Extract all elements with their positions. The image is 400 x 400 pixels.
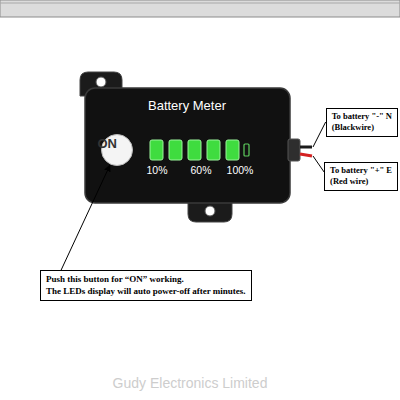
leader-line xyxy=(313,122,326,147)
node-text: Push this button for “ON” working. xyxy=(46,273,246,285)
node-text: (Blackwire) xyxy=(332,122,392,133)
led-bar xyxy=(169,140,182,160)
header-bar xyxy=(0,0,400,17)
led-bar xyxy=(188,140,201,160)
mounting-hole xyxy=(205,206,215,216)
led-bar xyxy=(226,140,239,160)
meter-housing: Battery Meter 10% 60% 100% ON xyxy=(85,88,290,203)
node-text: To battery "-" N xyxy=(332,111,392,122)
node-text: ON xyxy=(98,135,118,150)
device-title: Battery Meter xyxy=(148,98,226,113)
led-bar xyxy=(150,140,163,160)
node-text: The LEDs display will auto power-off aft… xyxy=(46,285,246,297)
node-text: To battery "+" E xyxy=(330,165,392,176)
node-text: (Red wire) xyxy=(330,176,392,187)
watermark: Gudy Electronics Limited xyxy=(113,375,268,391)
callout-box: To battery "+" E(Red wire) xyxy=(324,162,398,191)
led-bar xyxy=(207,140,220,160)
callout-box: Push this button for “ON” working.The LE… xyxy=(40,270,252,301)
mounting-hole xyxy=(96,77,106,87)
level-mark: 60% xyxy=(190,164,211,176)
leader-arrow xyxy=(61,165,110,270)
leader-line xyxy=(313,156,324,172)
header-rule xyxy=(0,3,400,4)
meter-body xyxy=(85,88,290,203)
black-wire xyxy=(300,146,312,149)
callout-box: To battery "-" N(Blackwire) xyxy=(326,108,398,137)
level-mark: 100% xyxy=(227,164,254,176)
cable-gland xyxy=(288,139,300,161)
battery-nub xyxy=(244,144,249,156)
red-wire xyxy=(300,154,312,156)
level-mark: 10% xyxy=(146,164,167,176)
on-button: ON xyxy=(101,134,133,166)
